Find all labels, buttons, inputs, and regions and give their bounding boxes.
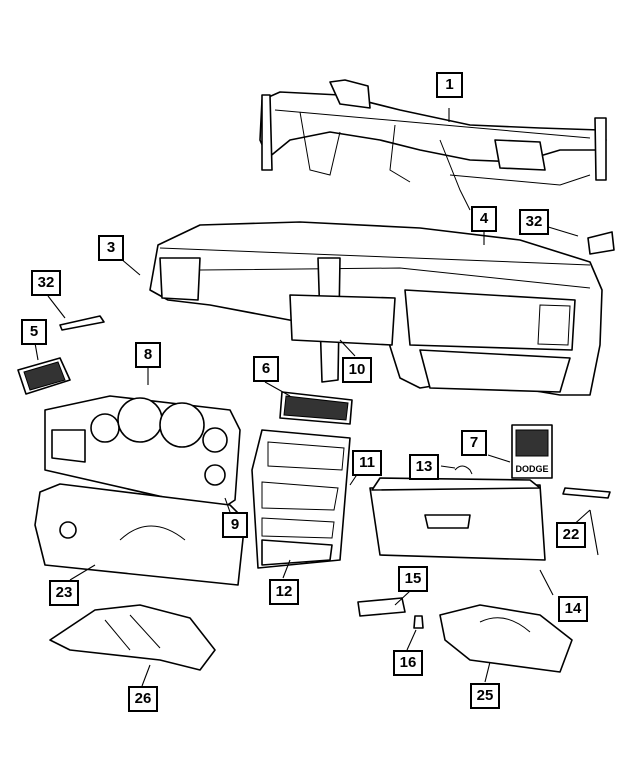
- callout-32-right: 32: [519, 209, 549, 235]
- center-air-vent: [279, 391, 353, 425]
- leader-lines: [34, 108, 599, 687]
- callout-9: 9: [222, 512, 248, 538]
- callout-8: 8: [135, 342, 161, 368]
- bulb-socket: [413, 615, 424, 629]
- callout-5: 5: [21, 319, 47, 345]
- callout-1: 1: [436, 72, 463, 98]
- left-vent-strip: [59, 315, 105, 331]
- lower-knee-panel: [34, 483, 246, 586]
- callout-25: 25: [470, 683, 500, 709]
- switch-bezel: [357, 597, 406, 617]
- callout-6: 6: [253, 356, 279, 382]
- callout-32-left: 32: [31, 270, 61, 296]
- badge-text: DODGE: [515, 464, 548, 474]
- left-air-vent: [17, 357, 71, 395]
- small-clip: [454, 465, 473, 475]
- badge-vent: [511, 424, 553, 479]
- left-lower-trim: [49, 604, 216, 671]
- right-side-vent: [587, 231, 615, 255]
- instrument-panel: [149, 221, 603, 396]
- callout-22: 22: [556, 522, 586, 548]
- callout-14: 14: [558, 596, 588, 622]
- trim-strip: [562, 487, 611, 499]
- callout-11: 11: [352, 450, 382, 476]
- callout-12: 12: [269, 579, 299, 605]
- right-lower-trim: [439, 604, 573, 673]
- callout-26: 26: [128, 686, 158, 712]
- callout-3: 3: [98, 235, 124, 261]
- glove-box: [369, 477, 546, 561]
- callout-7: 7: [461, 430, 487, 456]
- cross-car-beam: [259, 79, 607, 211]
- callout-23: 23: [49, 580, 79, 606]
- callout-15: 15: [398, 566, 428, 592]
- cluster-bezel: [44, 395, 241, 511]
- callout-4: 4: [471, 206, 497, 232]
- callout-10: 10: [342, 357, 372, 383]
- center-stack-bezel: [251, 429, 351, 569]
- callout-16: 16: [393, 650, 423, 676]
- callout-13: 13: [409, 454, 439, 480]
